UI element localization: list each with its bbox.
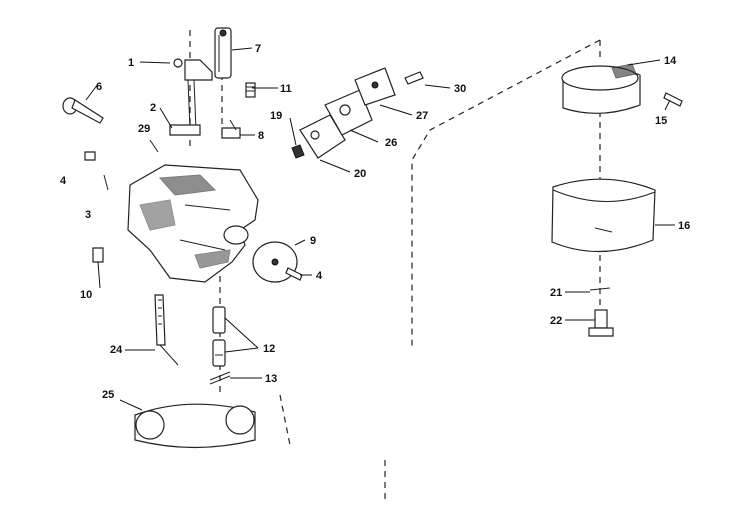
throttle-shaft-part xyxy=(169,58,213,136)
callout-3: 3 xyxy=(85,209,91,221)
small-parts-left xyxy=(84,151,109,191)
callout-1: 1 xyxy=(128,57,134,69)
callout-labels: 1 2 3 4 4 6 7 8 9 10 11 12 13 14 15 16 1… xyxy=(60,43,690,401)
needle-12-part xyxy=(212,306,226,367)
fuel-line-24-part xyxy=(154,294,179,366)
carburetor-body-part xyxy=(127,164,259,283)
callout-22: 22 xyxy=(550,315,562,327)
callout-11: 11 xyxy=(280,83,292,95)
air-cleaner-part xyxy=(551,63,683,253)
clip-8-part xyxy=(221,119,241,139)
bowl-25-part xyxy=(134,403,256,449)
callout-4a: 4 xyxy=(60,175,67,187)
callout-14: 14 xyxy=(664,55,677,67)
callout-24: 24 xyxy=(110,344,123,356)
washer-13-part xyxy=(209,371,231,385)
callout-29: 29 xyxy=(138,123,150,135)
callout-9: 9 xyxy=(310,235,316,247)
screw-4-part xyxy=(285,267,303,281)
callout-12: 12 xyxy=(263,343,275,355)
jet-10-part xyxy=(92,247,104,263)
callout-13: 13 xyxy=(265,373,277,385)
choke-shaft-part xyxy=(214,27,232,79)
callout-19: 19 xyxy=(270,110,282,122)
bolt-22-part xyxy=(588,287,614,337)
callout-8: 8 xyxy=(258,130,264,142)
callout-10: 10 xyxy=(80,289,92,301)
screw-29-part xyxy=(149,139,159,153)
callout-7: 7 xyxy=(255,43,261,55)
screw-11-part xyxy=(245,82,256,98)
diaphragm-plates-part xyxy=(291,67,424,159)
float-9-part xyxy=(252,241,298,283)
callout-16: 16 xyxy=(678,220,690,232)
callout-15: 15 xyxy=(655,115,667,127)
callout-27: 27 xyxy=(416,110,428,122)
callout-30: 30 xyxy=(454,83,466,95)
pin-6-part xyxy=(62,97,104,124)
callout-25: 25 xyxy=(102,389,114,401)
callout-6: 6 xyxy=(96,81,102,93)
callout-20: 20 xyxy=(354,168,366,180)
callout-2: 2 xyxy=(150,102,156,114)
leader-lines xyxy=(85,47,675,411)
callout-26: 26 xyxy=(385,137,397,149)
callout-21: 21 xyxy=(550,287,562,299)
callout-4b: 4 xyxy=(316,270,323,282)
